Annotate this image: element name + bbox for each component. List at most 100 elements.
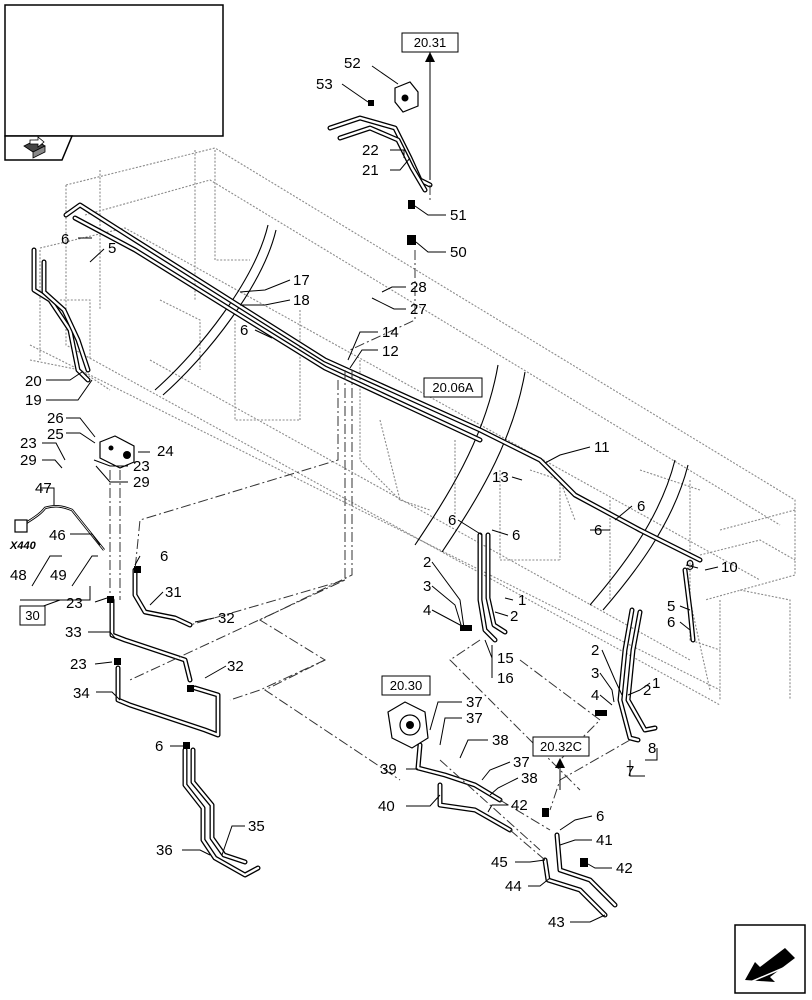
main-pipe-run [63,202,703,563]
callout: 32 [227,658,244,675]
callout: 21 [362,162,379,179]
callout: 16 [497,670,514,687]
break-lines [154,224,689,611]
thumbnail-box [4,4,224,161]
callout: 19 [25,392,42,409]
callout: 5 [108,240,116,257]
callout: 41 [596,832,613,849]
callout: 36 [156,842,173,859]
routing-lines [109,185,631,861]
callout: 35 [248,818,265,835]
callout: 7 [626,763,634,780]
small-fittings [107,100,607,867]
callout: 42 [616,860,633,877]
left-upright-pipes [31,247,91,383]
callout: 22 [362,142,379,159]
callout: 1 [518,592,526,609]
callout: 6 [512,527,520,544]
valve-block-24 [99,435,135,469]
header-frame [29,147,796,706]
ref-box-20-06a[interactable]: 20.06A [423,377,483,398]
callout: 5 [667,598,675,615]
ref-label-20-06a: 20.06A [432,380,474,395]
callout: 6 [667,614,675,631]
callout: 52 [344,55,361,72]
callout: 29 [20,452,37,469]
callout: 27 [410,301,427,318]
callout: 3 [423,578,431,595]
callout: 31 [165,584,182,601]
callout: 2 [423,554,431,571]
center-drop-pipes [477,532,508,643]
callout: 6 [448,512,456,529]
callout: 6 [61,231,69,248]
callout: 15 [497,650,514,667]
fittings-50-51 [407,200,416,245]
callout: 34 [73,685,90,702]
callout: 32 [218,610,235,627]
callout: 4 [423,602,431,619]
callout: 1 [652,675,660,692]
ref-box-20-32c[interactable]: 20.32C [532,736,590,757]
callout: 47 [35,480,52,497]
ref-label-30: 30 [25,608,39,623]
callout: 50 [450,244,467,261]
callout: 23 [70,656,87,673]
callout: 14 [382,324,399,341]
callout: 23 [20,435,37,452]
reference-arrows [425,52,565,768]
callout: 44 [505,878,522,895]
callout: 39 [380,761,397,778]
callout: 29 [133,474,150,491]
ref-box-30[interactable]: 30 [19,605,46,626]
navigation-arrow-icon[interactable] [734,924,806,994]
callout: 17 [293,272,310,289]
callout: 28 [410,279,427,296]
callout: 26 [47,410,64,427]
callout: 6 [596,808,604,825]
ref-label-20-30: 20.30 [390,678,423,693]
right-drop-pipes [617,567,696,743]
callout: 20 [25,373,42,390]
callout: 6 [155,738,163,755]
callout: 53 [316,76,333,93]
callout: 48 [10,567,27,584]
callout: 11 [594,439,610,456]
callout: 6 [240,322,248,339]
callout: 42 [511,797,528,814]
callout: 43 [548,914,565,931]
top-pipe-assembly [327,115,433,193]
callout: 18 [293,292,310,309]
callout: 23 [66,595,83,612]
callout: 2 [643,682,651,699]
callout: 51 [450,207,467,224]
ref-box-20-31[interactable]: 20.31 [401,32,459,53]
callout: 38 [521,770,538,787]
leader-lines [20,52,719,923]
callout: 3 [591,665,599,682]
callout: 8 [648,740,656,757]
harness-47 [14,505,105,551]
callout: 24 [157,443,174,460]
left-lower-pipes [109,567,261,878]
callout: 12 [382,343,399,360]
callout: 9 [686,557,694,574]
callout: 37 [466,710,483,727]
callout: 37 [466,694,483,711]
connector-label-x440: X440 [9,540,37,552]
callout: 6 [160,548,168,565]
callout: 23 [133,458,150,475]
callout: 6 [637,498,645,515]
callout: 45 [491,854,508,871]
ref-label-20-32c: 20.32C [540,739,582,754]
callout: 49 [50,567,67,584]
callout: 4 [591,687,599,704]
callout: 46 [49,527,66,544]
callout: 25 [47,426,64,443]
callout: 2 [510,608,518,625]
ref-label-20-31: 20.31 [414,35,447,50]
ref-box-20-30[interactable]: 20.30 [381,675,431,696]
callout: 37 [513,754,530,771]
block-52 [394,81,419,113]
